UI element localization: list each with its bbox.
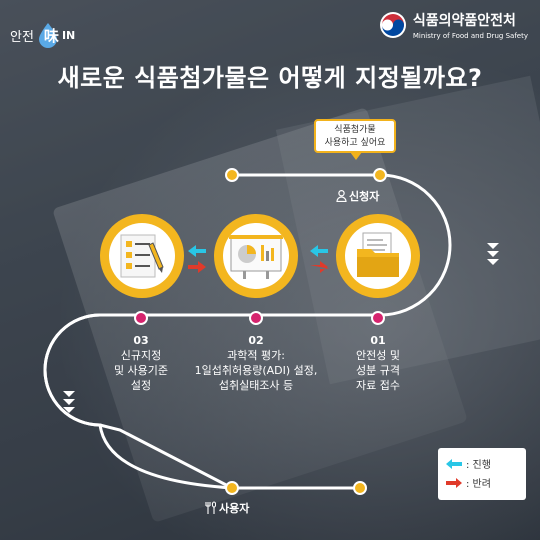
applicant-label: 신청자 (336, 188, 379, 204)
agency-logo: 식품의약품안전처 Ministry of Food and Drug Safet… (379, 10, 528, 40)
logo-left-text: 안전 (10, 29, 34, 45)
step-01-line1: 안전성 및 (356, 349, 400, 362)
evaluation-circle (214, 214, 298, 298)
chevron-down-icon (63, 391, 75, 413)
chevron-down-icon (487, 243, 499, 265)
forward-arrow-icon (310, 245, 328, 257)
track-node-user (225, 481, 239, 495)
taegeuk-emblem-icon (379, 12, 406, 38)
checklist-icon (120, 234, 164, 278)
step-02-number: 02 (248, 334, 264, 347)
legend-reject-text: : 반려 (466, 479, 491, 490)
forward-arrow-icon (188, 245, 206, 257)
step-02-line1: 과학적 평가: (227, 349, 285, 362)
person-icon (336, 190, 347, 202)
track-node-01 (371, 311, 385, 325)
legend-forward-text: : 진행 (466, 460, 491, 471)
bubble-line2: 사용하고 싶어요 (324, 138, 386, 148)
reject-arrow-icon (446, 477, 462, 488)
step-03-line1: 신규지정 (120, 349, 162, 362)
legend-forward: : 진행 (446, 454, 518, 473)
step-01-line3: 자료 접수 (356, 379, 400, 392)
step-01: 01 안전성 및 성분 규격 자료 접수 (318, 333, 438, 393)
logo-left-suffix: IN (61, 28, 76, 42)
forward-arrow-icon (446, 458, 462, 469)
water-drop-icon (38, 23, 57, 48)
track-node-end (353, 481, 367, 495)
chart-board-icon (229, 235, 283, 279)
bubble-line1: 식품첨가물 (334, 125, 376, 135)
document-folder-icon (357, 232, 399, 277)
request-bubble: 식품첨가물 사용하고 싶어요 (314, 119, 396, 160)
legend: : 진행 : 반려 (438, 448, 526, 500)
track-node-02 (249, 311, 263, 325)
step-03-line3: 설정 (130, 379, 152, 392)
step-03: 03 신규지정 및 사용기준 설정 (91, 333, 191, 393)
reject-arrow-icon (188, 261, 206, 273)
step-01-number: 01 (370, 334, 386, 347)
step-03-line2: 및 사용기준 (113, 364, 169, 377)
reject-arrow-icon (310, 261, 330, 273)
track-node-start (225, 168, 239, 182)
legend-reject: : 반려 (446, 473, 518, 492)
checklist-circle (100, 214, 184, 298)
step-02-line2: 1일섭취허용량(ADI) 설정, (194, 364, 318, 377)
user-label: 사용자 (204, 500, 249, 516)
step-01-line2: 성분 규격 (356, 364, 400, 377)
fork-spoon-icon (205, 501, 216, 514)
safety-brand-logo: 안전 味 IN (10, 22, 75, 48)
step-02-line3: 섭취실태조사 등 (218, 379, 294, 392)
user-text: 사용자 (219, 502, 250, 515)
applicant-text: 신청자 (349, 190, 380, 203)
logo-left-badge: 味 (43, 26, 59, 45)
step-02: 02 과학적 평가: 1일섭취허용량(ADI) 설정, 섭취실태조사 등 (176, 333, 336, 393)
agency-name: 식품의약품안전처 (412, 13, 516, 29)
track-node-03 (134, 311, 148, 325)
agency-sub: Ministry of Food and Drug Safety (412, 32, 528, 40)
step-03-number: 03 (133, 334, 149, 347)
page-title: 새로운 식품첨가물은 어떻게 지정될까요? (57, 64, 483, 92)
document-circle (336, 214, 420, 298)
track-node-applicant (373, 168, 387, 182)
